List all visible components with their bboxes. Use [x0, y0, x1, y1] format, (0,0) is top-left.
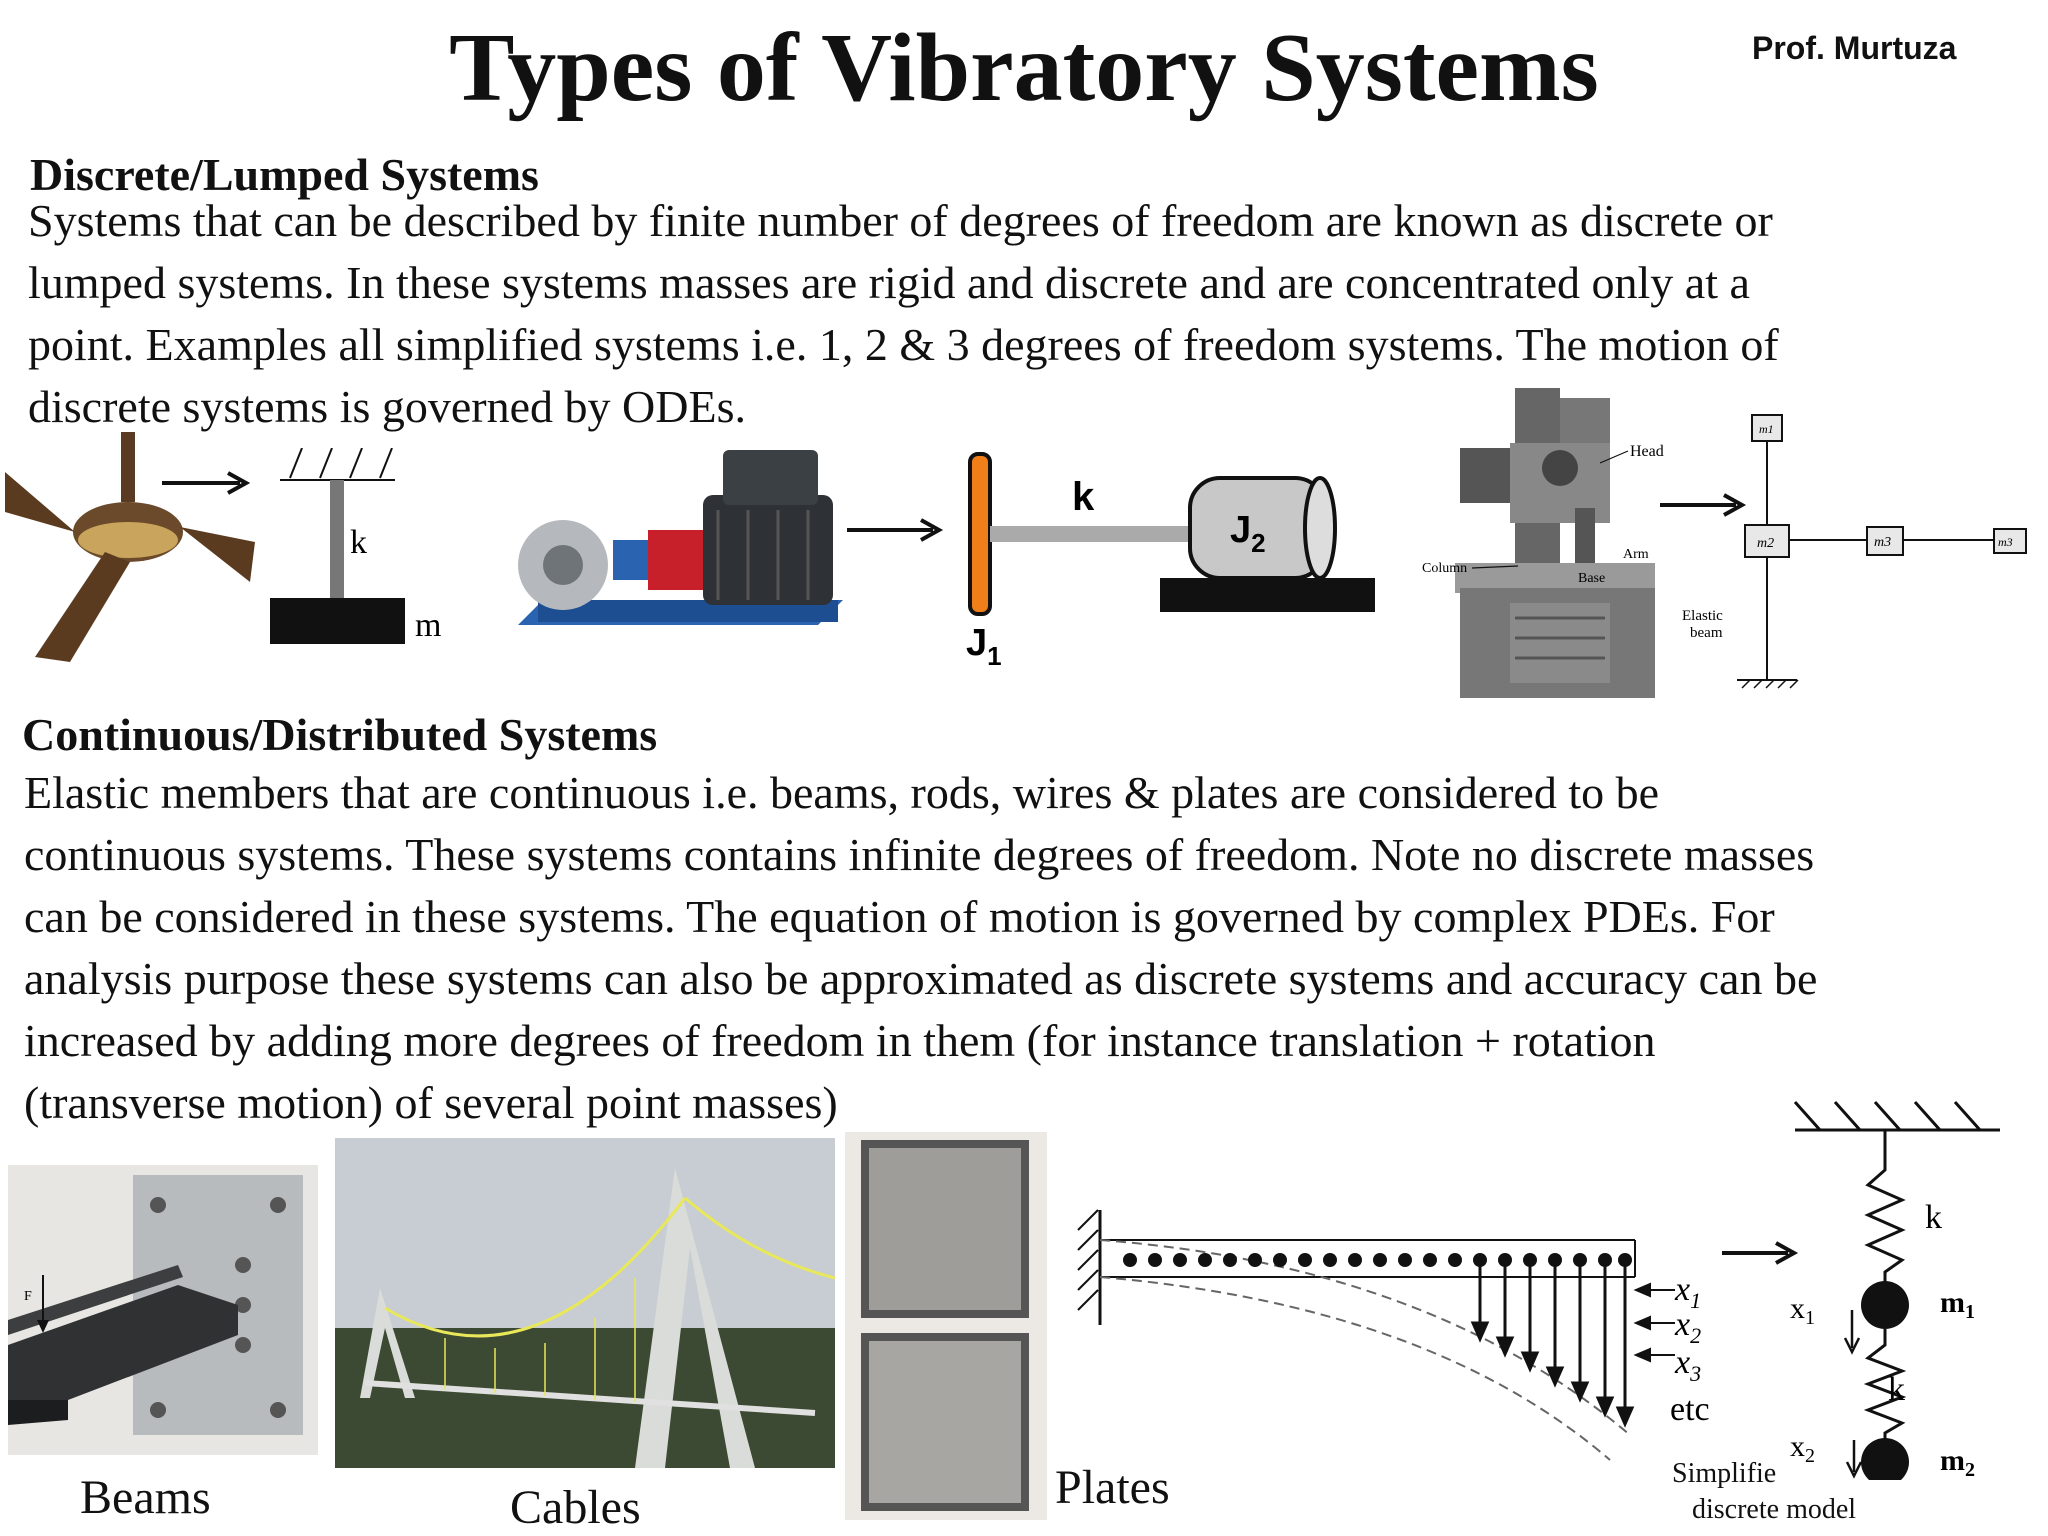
j1-label: J1: [966, 622, 1002, 671]
two-mass-model-diagram: k k m1 m2 x1 x2: [1790, 1101, 2000, 1480]
lumped-mass-frame-diagram: m1 m2 m3 m3 Elastic beam: [1682, 414, 2027, 689]
discrete-paragraph: Systems that can be described by finite …: [28, 190, 2048, 438]
k2-label: k: [1888, 1371, 1905, 1408]
beam-label: beam: [1690, 625, 1723, 641]
beams-caption: Beams: [80, 1471, 211, 1524]
x3-label: x3: [1674, 1344, 1701, 1386]
j2-label: J2: [1230, 509, 1266, 558]
x1-label: x1: [1674, 1271, 1701, 1313]
elastic-label: Elastic: [1682, 608, 1723, 624]
mass-m1-label: m1: [1759, 422, 1774, 436]
simplified-caption-line1: Simplifie: [1672, 1458, 1777, 1489]
mass-m3-label: m3: [1874, 535, 1891, 550]
torsional-model-diagram: k J2 J1: [966, 452, 1375, 671]
simplified-caption-line2: discrete model: [1692, 1494, 1857, 1525]
continuous-line: continuous systems. These systems contai…: [24, 829, 1815, 880]
head-label: Head: [1630, 443, 1664, 460]
continuous-line: increased by adding more degrees of free…: [24, 1015, 1656, 1066]
k1-label: k: [1925, 1199, 1942, 1236]
x1-label: x1: [1790, 1292, 1815, 1329]
x2-label: x2: [1674, 1306, 1701, 1348]
column-label: Column: [1422, 561, 1467, 576]
page-title: Types of Vibratory Systems: [449, 14, 1599, 122]
m1-label: m1: [1940, 1286, 1975, 1323]
discrete-line: discrete systems is governed by ODEs.: [28, 381, 746, 432]
plates-image: [845, 1132, 1047, 1520]
mass-m2-label: m2: [1757, 536, 1774, 551]
continuous-line: (transverse motion) of several point mas…: [24, 1077, 838, 1128]
etc-label: etc.: [1670, 1391, 1710, 1428]
arrow-icon: [162, 471, 250, 495]
arm-label: Arm: [1623, 547, 1649, 562]
spring-mass-diagram: k m: [270, 448, 441, 644]
discrete-line: Systems that can be described by finite …: [28, 195, 1773, 246]
cables-caption: Cables: [510, 1481, 641, 1534]
continuous-line: analysis purpose these systems can also …: [24, 953, 1818, 1004]
continuous-line: Elastic members that are continuous i.e.…: [24, 767, 1660, 818]
continuous-line: can be considered in these systems. The …: [24, 891, 1775, 942]
ceiling-fan-image: [5, 432, 255, 662]
pump-motor-image: [518, 450, 843, 625]
mass-m4-label: m3: [1998, 535, 2013, 549]
arrow-icon: [847, 518, 944, 542]
plates-caption: Plates: [1055, 1461, 1170, 1514]
discrete-line: point. Examples all simplified systems i…: [28, 319, 1779, 370]
torsion-stiffness-label: k: [1072, 475, 1095, 519]
beam-image: F: [8, 1165, 318, 1455]
arrow-icon: [1660, 493, 1747, 517]
x2-label: x2: [1790, 1430, 1815, 1467]
drill-press-image: Head Arm Column Base: [1422, 388, 1664, 698]
stiffness-label: k: [350, 524, 367, 561]
m2-label: m2: [1940, 1444, 1975, 1480]
cantilever-discretization-diagram: x1 x2 x3 etc.: [1077, 1209, 1710, 1461]
force-label: F: [24, 1289, 32, 1304]
discrete-heading: Discrete/Lumped Systems: [30, 149, 539, 200]
arrow-icon: [1722, 1241, 1799, 1265]
continuous-paragraph: Elastic members that are continuous i.e.…: [24, 762, 2044, 1134]
continuous-heading: Continuous/Distributed Systems: [22, 709, 658, 760]
author-name: Prof. Murtuza: [1752, 30, 1957, 66]
mass-label: m: [415, 607, 441, 644]
base-label: Base: [1578, 571, 1605, 586]
discrete-line: lumped systems. In these systems masses …: [28, 257, 1750, 308]
cable-bridge-image: [335, 1138, 835, 1468]
